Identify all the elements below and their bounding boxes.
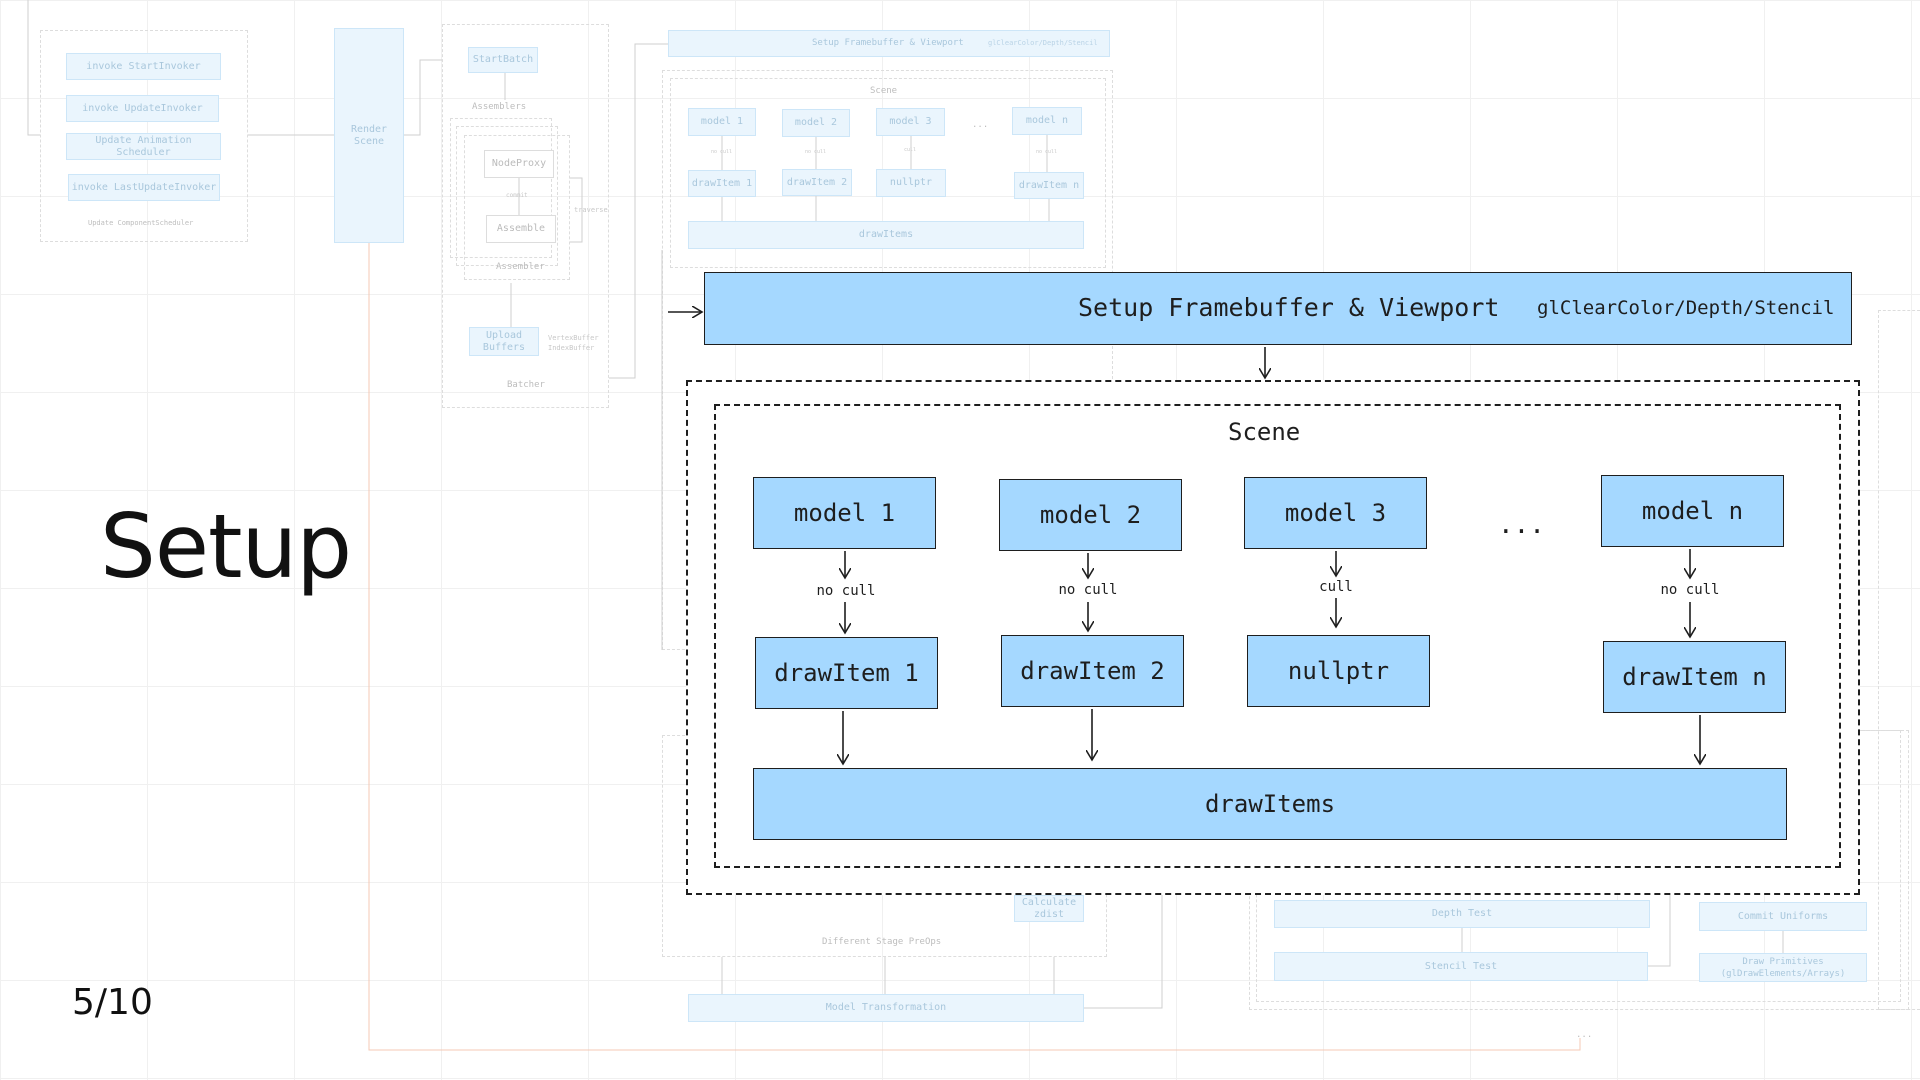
bg-assemble: Assemble (486, 215, 556, 243)
setup-framebuffer-bar: Setup Framebuffer & Viewport glClearColo… (704, 272, 1852, 345)
setup-framebuffer-note: glClearColor/Depth/Stencil (1537, 297, 1835, 319)
bg-stage-caption: Different Stage PreOps (822, 937, 942, 947)
assembler-frame-outer (450, 118, 552, 258)
model-2: model 2 (999, 479, 1182, 551)
bg-buffers-note: VertexBuffer IndexBuffer (548, 334, 599, 352)
bg-draw-items-bar: drawItems (688, 221, 1084, 249)
draw-items-bar: drawItems (753, 768, 1787, 840)
bg-calculate-zdist: Calculate zdist (1014, 895, 1084, 922)
setup-framebuffer-label: Setup Framebuffer & Viewport (1078, 293, 1500, 322)
bg-traverse-label: traverse (574, 206, 608, 214)
model-3: model 3 (1244, 477, 1427, 549)
bg-batcher-caption: Batcher (507, 380, 545, 390)
slide-title: Setup (100, 495, 352, 598)
bg-model-3: model 3 (876, 108, 945, 136)
bg-model-1: model 1 (688, 108, 756, 136)
bg-invoke-last-update: invoke LastUpdateInvoker (68, 174, 220, 201)
bg-draw-item-n: drawItem n (1014, 172, 1084, 199)
bg-trailing-dots: ... (1576, 1030, 1593, 1040)
draw-item-2: drawItem 2 (1001, 635, 1184, 707)
bg-invoke-start: invoke StartInvoker (66, 53, 221, 80)
scene-label: Scene (1228, 418, 1301, 446)
edge-label-2: no cull (1058, 582, 1118, 598)
bg-model-n: model n (1012, 107, 1082, 135)
bg-assembler-label: Assembler (496, 262, 545, 272)
page-indicator: 5/10 (72, 982, 153, 1023)
draw-item-n: drawItem n (1603, 641, 1786, 713)
edge-label-4: no cull (1660, 582, 1720, 598)
bg-commit-uniforms: Commit Uniforms (1699, 902, 1867, 931)
bg-update-animation: Update Animation Scheduler (66, 133, 221, 160)
model-n: model n (1601, 475, 1784, 547)
assembler-frame-mid (456, 126, 558, 266)
bg-scene-frame-inner (670, 78, 1106, 268)
bg-setup-bar (668, 30, 1110, 57)
bg-upload-buffers: Upload Buffers (469, 327, 539, 356)
scene-outer-frame (686, 380, 1860, 895)
batcher-frame (442, 24, 609, 408)
model-1: model 1 (753, 477, 936, 549)
bg-depth-test: Depth Test (1274, 900, 1650, 928)
bg-commit-label: commit (506, 192, 528, 199)
nullptr-item: nullptr (1247, 635, 1430, 707)
bg-edge-3: cull (904, 147, 917, 153)
bg-draw-item-1: drawItem 1 (688, 170, 756, 197)
bg-draw-item-2: drawItem 2 (782, 169, 852, 196)
bg-setup-note: glClearColor/Depth/Stencil (988, 39, 1098, 47)
bg-draw-primitives: Draw Primitives (glDrawElements/Arrays) (1699, 953, 1867, 982)
bg-assemblers-label: Assemblers (472, 102, 527, 112)
bg-scene-label: Scene (870, 86, 898, 96)
update-group-frame (40, 30, 248, 242)
bg-ellipsis: ... (972, 120, 989, 130)
bg-start-batch: StartBatch (468, 47, 538, 73)
bg-model-2: model 2 (782, 109, 850, 137)
draw-item-1: drawItem 1 (755, 637, 938, 709)
assembler-frame-inner (464, 135, 570, 280)
bg-update-caption: Update ComponentScheduler (88, 219, 194, 227)
bg-node-proxy: NodeProxy (484, 150, 554, 178)
bg-right-edge-frame (1878, 310, 1920, 1010)
models-ellipsis: ... (1498, 510, 1545, 540)
bg-model-transformation: Model Transformation (688, 994, 1084, 1022)
bg-stencil-test: Stencil Test (1274, 952, 1648, 981)
edge-label-1: no cull (816, 583, 876, 599)
bg-nullptr: nullptr (876, 169, 946, 197)
scene-inner-frame (714, 404, 1841, 868)
accent-connector (368, 243, 1581, 1051)
bg-invoke-update: invoke UpdateInvoker (66, 95, 219, 122)
bg-setup-label: Setup Framebuffer & Viewport (812, 38, 964, 48)
bg-render-scene: Render Scene (334, 28, 404, 243)
edge-label-3: cull (1319, 579, 1353, 595)
